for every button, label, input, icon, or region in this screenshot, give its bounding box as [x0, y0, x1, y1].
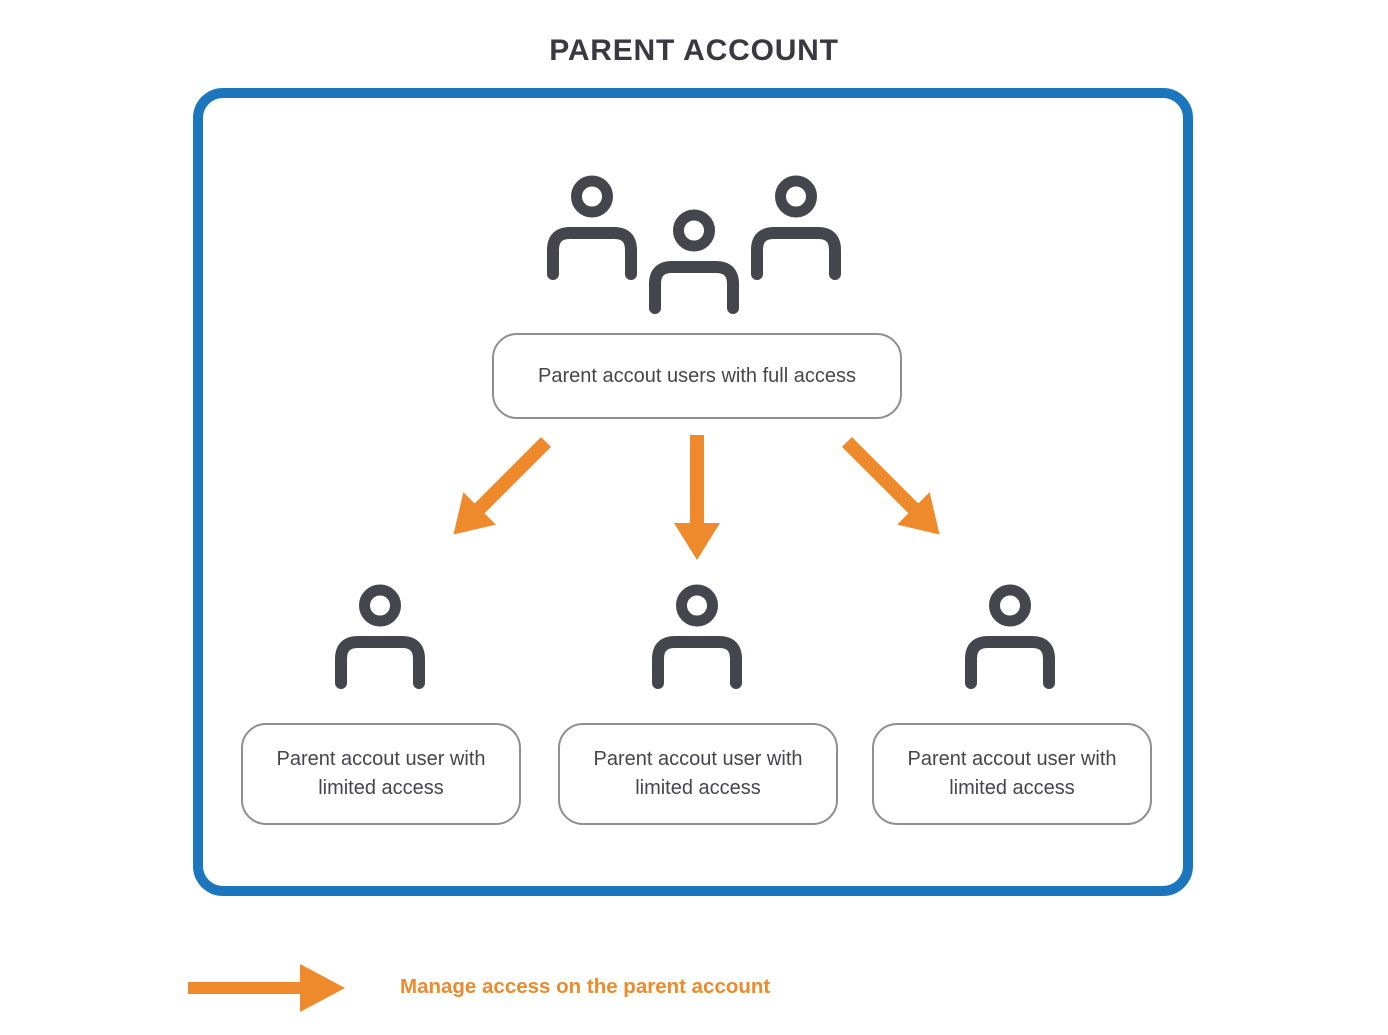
legend-label: Manage access on the parent account: [400, 975, 771, 998]
arrow-down-left-icon: [434, 426, 563, 555]
arrow-down-right-icon: [831, 426, 960, 555]
arrow-down-icon: [674, 435, 720, 565]
limited-access-box: Parent accout user with limited access: [872, 723, 1152, 825]
limited-access-label: Parent accout user with limited access: [907, 748, 1117, 799]
user-icon: [651, 584, 743, 694]
limited-access-label: Parent accout user with limited access: [276, 748, 486, 799]
page-title: PARENT ACCOUNT: [549, 34, 839, 67]
limited-access-box: Parent accout user with limited access: [241, 723, 521, 825]
parent-account-boundary: [193, 88, 1193, 896]
user-icon: [964, 584, 1056, 694]
full-access-label: Parent accout users with full access: [538, 364, 856, 387]
limited-access-label: Parent accout user with limited access: [593, 748, 803, 799]
users-group-icon-svg: [546, 175, 842, 314]
users-group-icon: [546, 175, 842, 314]
limited-access-box: Parent accout user with limited access: [558, 723, 838, 825]
full-access-box: Parent accout users with full access: [492, 333, 902, 419]
user-icon: [334, 584, 426, 694]
arrow-right-icon: [188, 964, 345, 1017]
